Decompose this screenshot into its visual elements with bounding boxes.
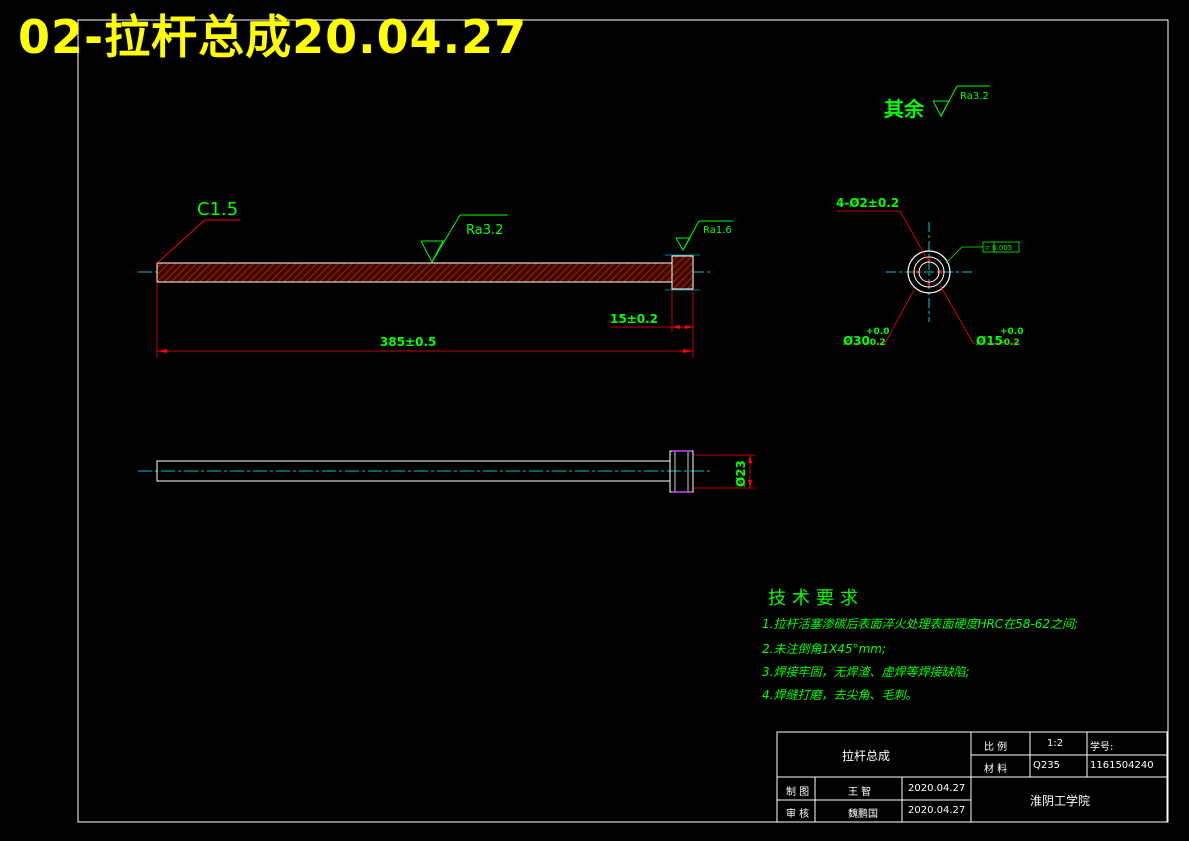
- drawn-date: 2020.04.27: [908, 783, 966, 794]
- title-block: [776, 731, 1168, 823]
- chamfer-label: C1.5: [197, 199, 238, 220]
- checked-by: 魏鹏国: [848, 809, 878, 820]
- tech-requirement-item: 4.焊缝打磨，去尖角、毛刺。: [762, 688, 918, 702]
- checked-label: 审 核: [786, 809, 810, 820]
- tolerance-frame-label: ⌭ 0.005: [985, 244, 1012, 252]
- drawing-border: [77, 19, 1169, 823]
- drawn-by: 王 智: [848, 787, 872, 798]
- student-no-label: 学号:: [1090, 742, 1114, 753]
- general-roughness-note: 其余 Ra3.2: [884, 85, 990, 121]
- page-title: 02-拉杆总成20.04.27: [18, 10, 528, 64]
- inner-tol-upper: +0.0: [1000, 327, 1023, 337]
- rod-body-hatch: [156, 262, 673, 283]
- end-roughness-label: Ra1.6: [703, 225, 732, 236]
- outer-tol-upper: +0.0: [866, 327, 889, 337]
- rod-end-hatch: [671, 255, 694, 290]
- rod-outline-view: Ø23: [138, 450, 755, 493]
- tech-requirement-item: 2.未注倒角1X45°mm;: [762, 642, 886, 656]
- part-name: 拉杆总成: [842, 749, 891, 763]
- tech-requirements-title: 技术要求: [768, 588, 864, 609]
- rod-section-view: C1.5 Ra3.2 Ra1.6 15±0.2 385±0.5: [138, 199, 733, 358]
- general-roughness-prefix: 其余: [884, 97, 925, 121]
- checked-date: 2020.04.27: [908, 805, 966, 816]
- side-diameter-dimension: Ø23: [734, 460, 748, 487]
- student-no: 1161504240: [1090, 760, 1154, 771]
- scale-value: 1:2: [1047, 738, 1064, 749]
- outer-tol-lower: -0.2: [866, 338, 886, 348]
- inner-tol-lower: -0.2: [1000, 338, 1020, 348]
- tech-requirement-item: 1.拉杆活塞渗碳后表面淬火处理表面硬度HRC在58-62之间;: [762, 617, 1079, 631]
- school-name: 淮阴工学院: [1030, 794, 1091, 808]
- end-view: 4-Ø2±0.2 ⌭ 0.005 Ø30 +0.0 -0.2 Ø15 +0.0 …: [836, 196, 1023, 348]
- outer-diameter-dimension: Ø30: [843, 334, 870, 348]
- inner-diameter-dimension: Ø15: [976, 334, 1003, 348]
- rod-roughness-label: Ra3.2: [466, 223, 503, 238]
- general-roughness-value: Ra3.2: [960, 91, 989, 102]
- material-label: 材 料: [984, 764, 1008, 775]
- material-value: Q235: [1033, 760, 1060, 771]
- holes-dimension: 4-Ø2±0.2: [836, 196, 899, 210]
- scale-label: 比 例: [984, 742, 1008, 753]
- tech-requirement-item: 3.焊接牢固，无焊渣、虚焊等焊接缺陷;: [762, 665, 970, 679]
- drawn-label: 制 图: [786, 787, 810, 798]
- end-length-dimension: 15±0.2: [610, 312, 658, 326]
- total-length-dimension: 385±0.5: [380, 335, 436, 349]
